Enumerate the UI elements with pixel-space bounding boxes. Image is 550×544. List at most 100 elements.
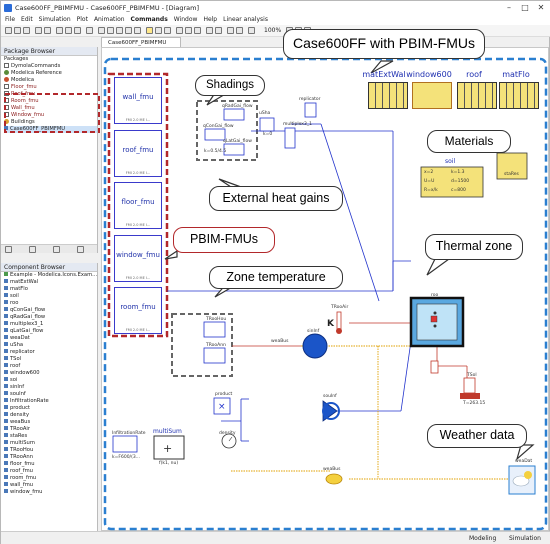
svg-text:×: ×: [218, 402, 226, 412]
simulation-tab[interactable]: Simulation: [509, 535, 541, 542]
menu-file[interactable]: File: [5, 16, 16, 23]
component-item[interactable]: roof_fmu: [4, 468, 97, 475]
menu-edit[interactable]: Edit: [21, 16, 33, 23]
zoom-icon[interactable]: [248, 27, 255, 34]
component-item[interactable]: roo: [4, 300, 97, 307]
tab-case600ff[interactable]: Case600FF_PBIMFMU: [101, 37, 181, 47]
component-item[interactable]: matFlo: [4, 286, 97, 293]
package-item[interactable]: Floor_fmu: [4, 84, 97, 91]
find-icon[interactable]: [86, 27, 93, 34]
package-item[interactable]: Modelica: [4, 77, 97, 84]
simulate-icon[interactable]: [236, 27, 243, 34]
ellipse-tool-icon[interactable]: [116, 27, 123, 34]
save-icon[interactable]: [23, 27, 30, 34]
component-item[interactable]: InfiltrationRate: [4, 398, 97, 405]
component-item[interactable]: weaBus: [4, 419, 97, 426]
package-item-selected[interactable]: Case600FF_PBIMFMU: [4, 126, 97, 133]
grid-icon[interactable]: [206, 27, 213, 34]
component-item[interactable]: multiSum: [4, 440, 97, 447]
package-item[interactable]: Modelica Reference: [4, 70, 97, 77]
fill-color-icon[interactable]: [155, 27, 162, 34]
qConGai-label: qConGai_flow: [203, 124, 234, 129]
menu-animation[interactable]: Animation: [93, 16, 125, 23]
menu-window[interactable]: Window: [173, 16, 198, 23]
line-color-icon[interactable]: [164, 27, 171, 34]
soil-param: c=800: [451, 188, 466, 193]
component-icon: [4, 342, 8, 346]
align-icon[interactable]: [176, 27, 183, 34]
zoom-level[interactable]: 100%: [264, 27, 282, 34]
component-browser: Component Browser Example - Modelica.Ico…: [1, 263, 98, 531]
component-item[interactable]: soulnf: [4, 391, 97, 398]
menu-commands[interactable]: Commands: [130, 16, 168, 23]
close-button[interactable]: ✕: [537, 3, 545, 12]
undo-icon[interactable]: [35, 27, 42, 34]
component-item[interactable]: qRadGai_flow: [4, 314, 97, 321]
component-item[interactable]: wall_fmu: [4, 482, 97, 489]
polygon-tool-icon[interactable]: [125, 27, 132, 34]
package-item[interactable]: Buildings: [4, 119, 97, 126]
component-item[interactable]: weaDat: [4, 335, 97, 342]
component-item[interactable]: qConGai_flow: [4, 307, 97, 314]
component-item[interactable]: soil: [4, 293, 97, 300]
component-root[interactable]: Example - Modelica.Icons.Exam...: [4, 272, 97, 279]
menu-plot[interactable]: Plot: [76, 16, 88, 23]
matFlo-block[interactable]: [499, 82, 539, 109]
maximize-button[interactable]: □: [521, 3, 529, 12]
cut-icon[interactable]: [56, 27, 63, 34]
flip-icon[interactable]: [185, 27, 192, 34]
component-item[interactable]: room_fmu: [4, 475, 97, 482]
component-item[interactable]: soi: [4, 377, 97, 384]
redo-icon[interactable]: [44, 27, 51, 34]
component-item[interactable]: replicator: [4, 349, 97, 356]
menu-simulation[interactable]: Simulation: [38, 16, 71, 23]
new-icon[interactable]: [5, 27, 12, 34]
menu-help[interactable]: Help: [203, 16, 218, 23]
text-tool-icon[interactable]: [134, 27, 141, 34]
highlight-icon[interactable]: [146, 27, 153, 34]
down-icon[interactable]: [53, 246, 60, 253]
component-item[interactable]: matExtWal: [4, 279, 97, 286]
package-item[interactable]: DymolaCommands: [4, 63, 97, 70]
component-item[interactable]: TSol: [4, 356, 97, 363]
minimize-button[interactable]: –: [507, 3, 511, 12]
line-tool-icon[interactable]: [98, 27, 105, 34]
filter-icon[interactable]: [29, 246, 36, 253]
component-item[interactable]: uSha: [4, 342, 97, 349]
connect-icon[interactable]: [215, 27, 222, 34]
copy-icon[interactable]: [65, 27, 72, 34]
component-item[interactable]: roof: [4, 363, 97, 370]
component-item[interactable]: sinInf: [4, 384, 97, 391]
rect-tool-icon[interactable]: [107, 27, 114, 34]
component-item[interactable]: qLatGai_flow: [4, 328, 97, 335]
component-item[interactable]: window600: [4, 370, 97, 377]
rotate-icon[interactable]: [194, 27, 201, 34]
component-item[interactable]: TRooHou: [4, 447, 97, 454]
matExtWal-block[interactable]: [368, 82, 408, 109]
component-item[interactable]: multiplex3_1: [4, 321, 97, 328]
modeling-tab[interactable]: Modeling: [469, 535, 497, 542]
component-item[interactable]: product: [4, 405, 97, 412]
window600-block[interactable]: [412, 82, 452, 109]
component-item[interactable]: floor_fmu: [4, 461, 97, 468]
component-item[interactable]: TRooAir: [4, 426, 97, 433]
paste-icon[interactable]: [74, 27, 81, 34]
browse-icon[interactable]: [5, 246, 12, 253]
component-item[interactable]: staRes: [4, 433, 97, 440]
menu-linear-analysis[interactable]: Linear analysis: [223, 16, 268, 23]
component-item[interactable]: density: [4, 412, 97, 419]
check-icon[interactable]: [227, 27, 234, 34]
package-browser: Package Browser Packages DymolaCommands …: [1, 47, 98, 253]
component-icon: [4, 321, 8, 325]
open-icon[interactable]: [14, 27, 21, 34]
sort-icon[interactable]: [77, 246, 84, 253]
component-icon: [4, 328, 8, 332]
roof-material-block[interactable]: [457, 82, 497, 109]
component-item[interactable]: TRooAnn: [4, 454, 97, 461]
component-item[interactable]: window_fmu: [4, 489, 97, 496]
